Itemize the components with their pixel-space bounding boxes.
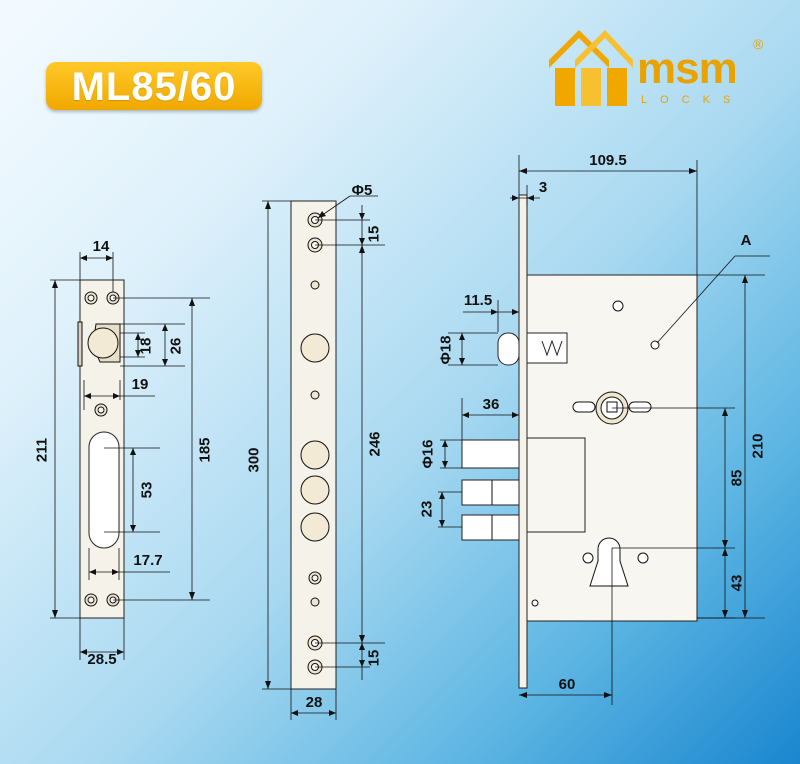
dim-strike-offset: 19 <box>131 376 149 393</box>
model-badge: ML85/60 <box>46 62 262 110</box>
dim-lock-body-h: 210 <box>749 433 767 459</box>
dim-lock-backset: 60 <box>558 676 576 693</box>
dim-face-hole: Φ5 <box>351 182 373 199</box>
dim-strike-total: 211 <box>33 437 51 463</box>
brand-logo: msm LOCKS ® <box>545 24 775 114</box>
strike-plate <box>77 279 125 619</box>
dim-face-span: 246 <box>366 431 384 457</box>
brand-sub: LOCKS <box>641 94 744 106</box>
brand-name: msm <box>637 44 738 93</box>
dim-face-height: 300 <box>245 447 263 473</box>
dim-lock-latch-proj: 11.5 <box>463 292 493 309</box>
dim-face-pitch-top: 15 <box>365 225 383 243</box>
face-plate <box>290 200 337 690</box>
dim-lock-centers: 85 <box>728 469 746 487</box>
dim-face-pitch-bottom: 15 <box>365 649 383 667</box>
dim-strike-slot: 53 <box>138 481 156 499</box>
strike-dim-lines <box>50 252 210 660</box>
arrowheads <box>52 168 748 716</box>
dim-strike-span: 185 <box>196 437 214 463</box>
registered-mark: ® <box>753 36 764 52</box>
dim-lock-bolt-dia: Φ16 <box>419 439 437 469</box>
dim-strike-hole-dia: 18 <box>137 337 155 355</box>
dim-face-width: 28 <box>305 694 323 711</box>
lock-body <box>461 194 698 689</box>
dim-lock-cyl-low: 43 <box>728 574 746 592</box>
lock-dim-lines <box>438 155 770 705</box>
dim-strike-slot-w: 17.7 <box>133 552 163 569</box>
dim-lock-bolt-proj: 36 <box>482 396 500 413</box>
dim-lock-bolt-pitch: 23 <box>418 500 436 518</box>
dim-lock-latch-dia: Φ18 <box>437 335 455 365</box>
dim-lock-face-thick: 3 <box>538 179 548 196</box>
house-logo-icon <box>549 30 633 106</box>
dim-strike-width-top: 14 <box>92 238 110 255</box>
model-title: ML85/60 <box>71 65 237 109</box>
lock-note-a: A <box>740 232 752 249</box>
dim-strike-width: 28.5 <box>87 651 117 668</box>
dim-strike-latch-h: 26 <box>167 337 185 355</box>
dim-lock-depth: 109.5 <box>589 152 627 169</box>
